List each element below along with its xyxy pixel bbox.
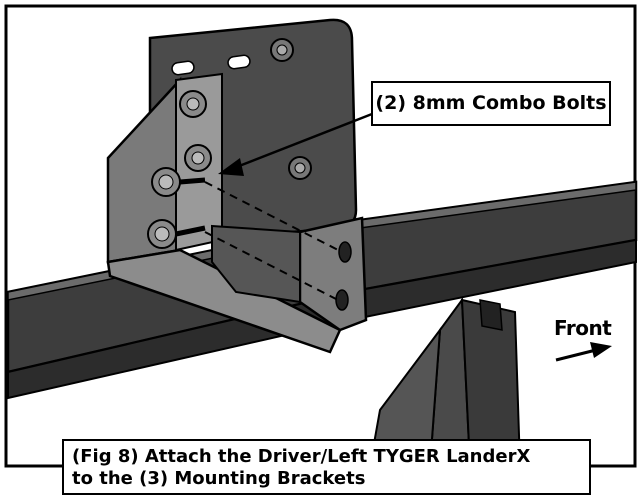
callout-label: (2) 8mm Combo Bolts (371, 81, 611, 126)
front-direction-label: Front (554, 316, 612, 340)
vertical-support-post (368, 297, 522, 467)
callout-arrow (218, 112, 373, 176)
alignment-dashes (204, 181, 343, 301)
figure-caption: (Fig 8) Attach the Driver/Left TYGER Lan… (62, 439, 591, 495)
lander-bracket (106, 72, 368, 354)
caption-line-2: to the (3) Mounting Brackets (72, 468, 366, 489)
front-direction-arrow (555, 342, 612, 362)
bracket-bolts (147, 90, 212, 249)
caption-line-1: (Fig 8) Attach the Driver/Left TYGER Lan… (72, 446, 531, 467)
